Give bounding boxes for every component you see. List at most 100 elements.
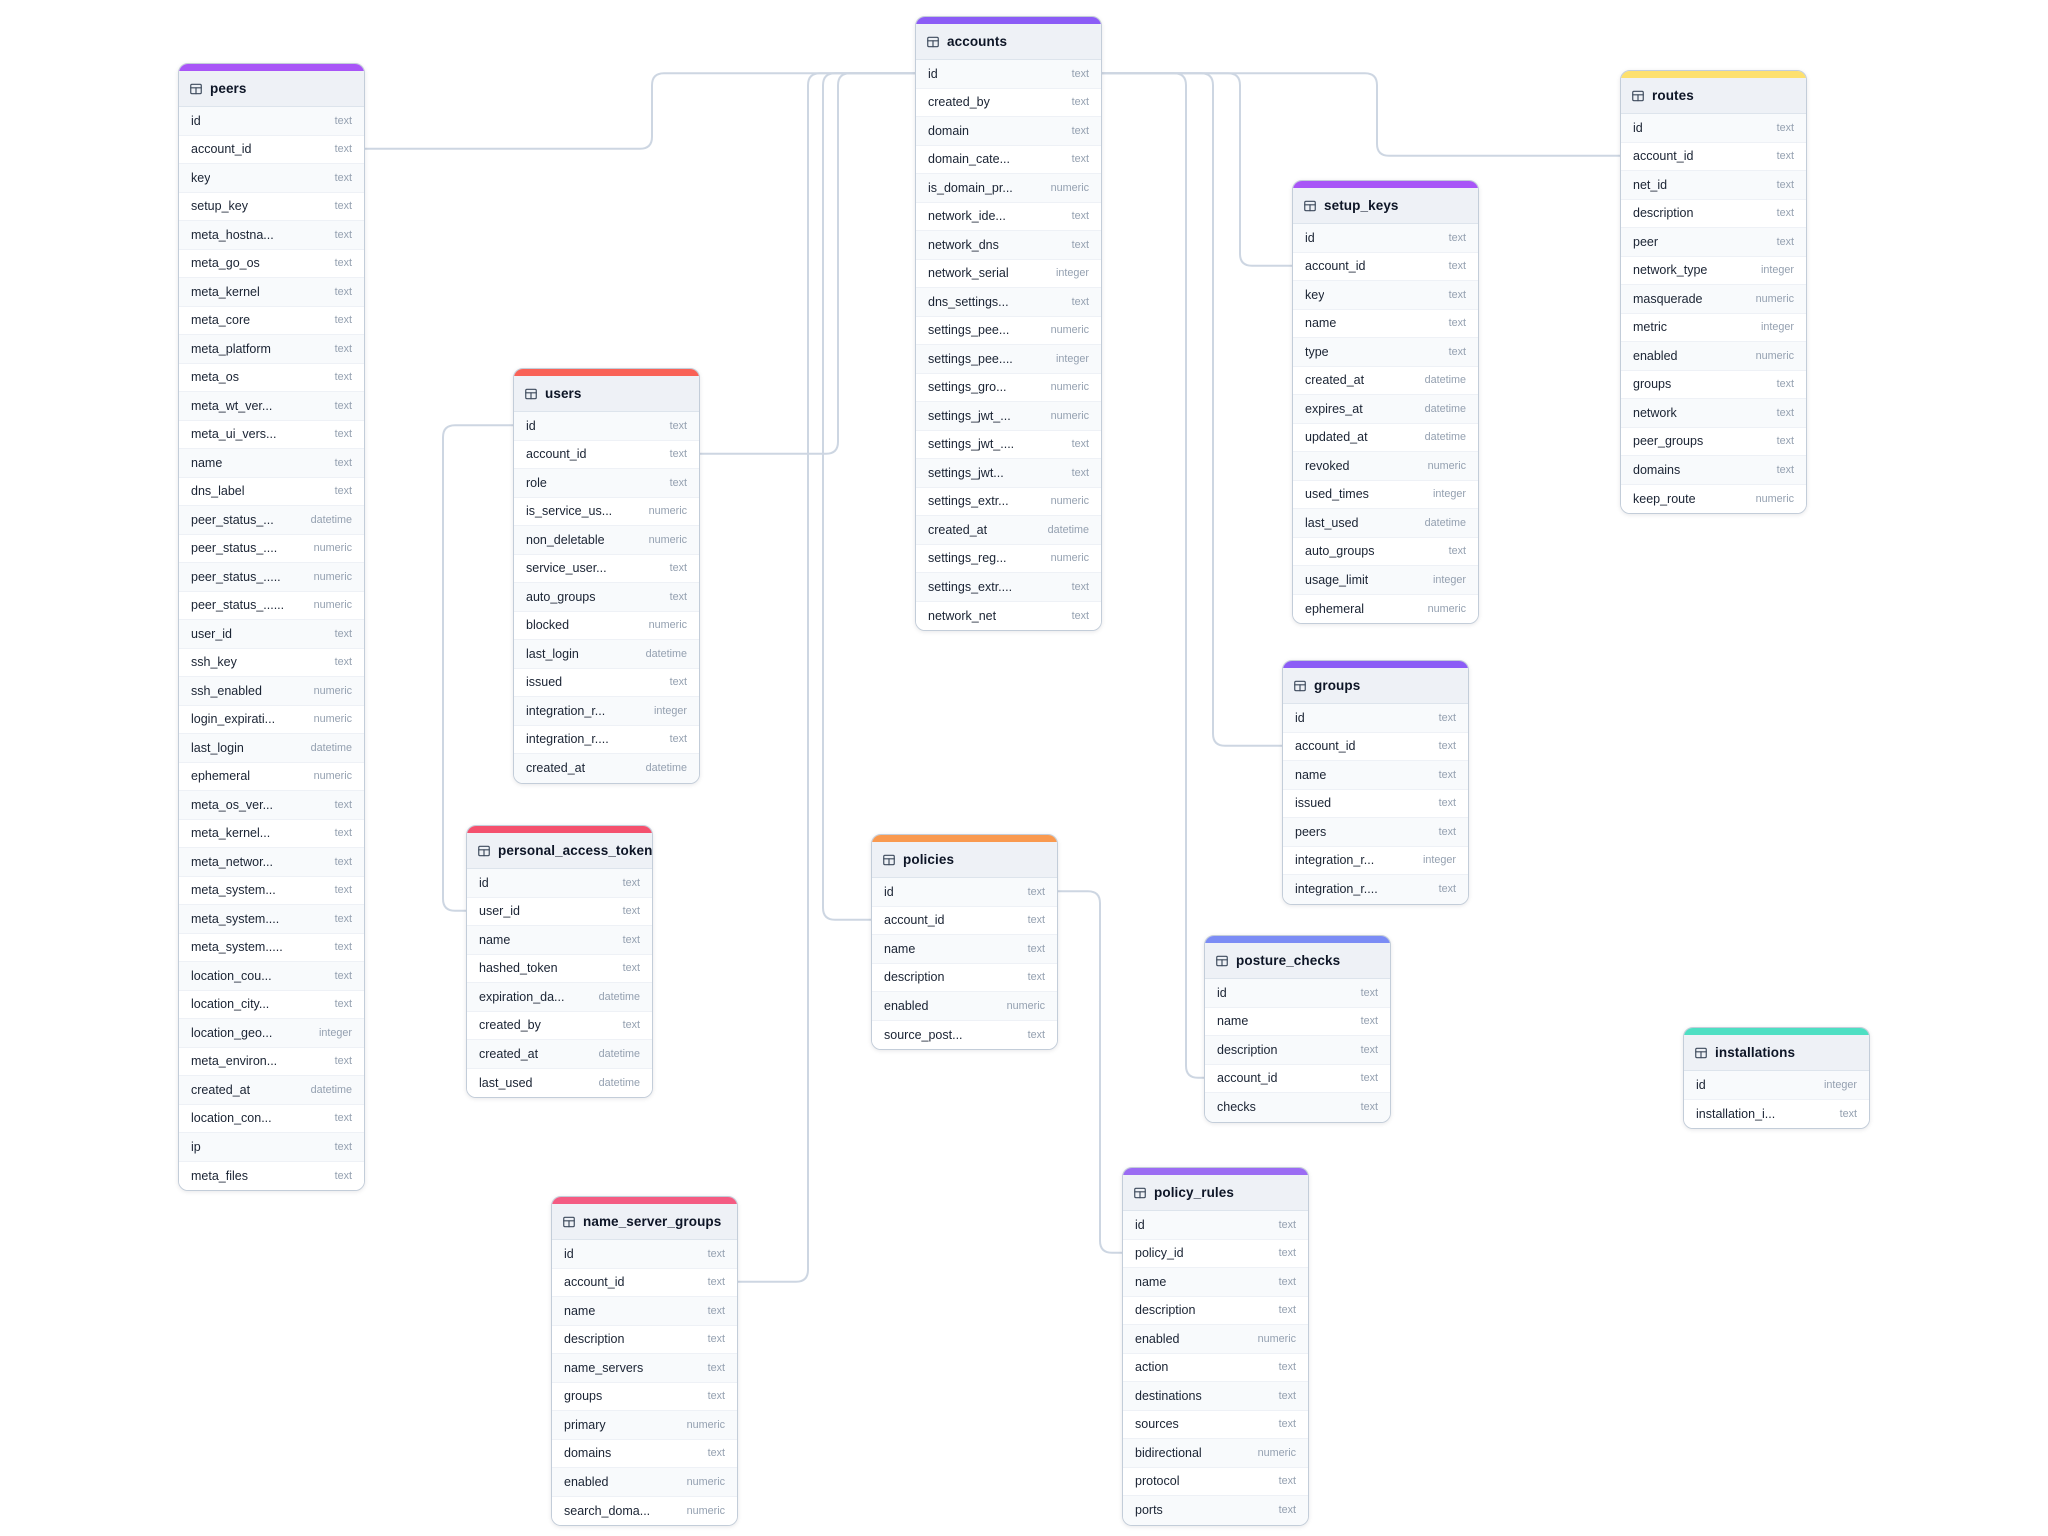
- table-header[interactable]: setup_keys: [1293, 188, 1478, 224]
- table-header[interactable]: personal_access_tokens: [467, 833, 652, 869]
- field-row[interactable]: settings_gro...numeric: [916, 373, 1101, 402]
- table-header[interactable]: users: [514, 376, 699, 412]
- field-row[interactable]: peer_status_......numeric: [179, 591, 364, 620]
- field-row[interactable]: meta_ui_vers...text: [179, 420, 364, 449]
- field-row[interactable]: settings_jwt_....text: [916, 430, 1101, 459]
- field-row[interactable]: peer_status_....numeric: [179, 534, 364, 563]
- field-row[interactable]: settings_jwt...text: [916, 459, 1101, 488]
- field-row[interactable]: settings_extr....text: [916, 573, 1101, 602]
- field-row[interactable]: peer_status_.....numeric: [179, 563, 364, 592]
- field-row[interactable]: integration_r....text: [514, 725, 699, 754]
- field-row[interactable]: is_domain_pr...numeric: [916, 174, 1101, 203]
- field-row[interactable]: expiration_da...datetime: [467, 983, 652, 1012]
- field-row[interactable]: meta_kernel...text: [179, 819, 364, 848]
- table-header[interactable]: peers: [179, 71, 364, 107]
- field-row[interactable]: settings_reg...numeric: [916, 544, 1101, 573]
- field-row[interactable]: domain_cate...text: [916, 145, 1101, 174]
- field-row[interactable]: service_user...text: [514, 554, 699, 583]
- field-row[interactable]: meta_system.....text: [179, 933, 364, 962]
- field-row[interactable]: meta_os_ver...text: [179, 791, 364, 820]
- table-header[interactable]: name_server_groups: [552, 1204, 737, 1240]
- field-row[interactable]: is_service_us...numeric: [514, 497, 699, 526]
- field-row[interactable]: meta_system...text: [179, 876, 364, 905]
- field-row[interactable]: location_geo...integer: [179, 1019, 364, 1048]
- field-row[interactable]: settings_pee...numeric: [916, 316, 1101, 345]
- field-row[interactable]: meta_hostna...text: [179, 221, 364, 250]
- field-row[interactable]: source_post...text: [872, 1020, 1057, 1049]
- table-header[interactable]: policies: [872, 842, 1057, 878]
